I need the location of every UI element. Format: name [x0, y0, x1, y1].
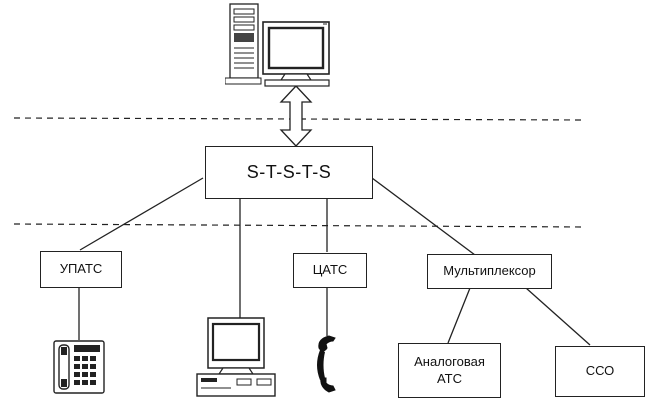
upats-node-label: УПАТС: [59, 261, 103, 277]
dashed-separator-top: [13, 117, 585, 121]
multiplexer-node-label: Мультиплексор: [443, 263, 536, 279]
link-switch-upats: [79, 177, 204, 251]
switch-node-box: S-T-S-T-S: [205, 146, 373, 199]
bidirectional-arrow-icon: [279, 85, 313, 147]
upats-node-box: УПАТС: [40, 251, 122, 288]
dashed-separator-bottom: [13, 223, 585, 228]
tsats-node-box: ЦАТС: [293, 253, 367, 288]
analog-ats-label-line2: АТС: [437, 370, 462, 386]
desk-telephone-icon: [53, 340, 105, 394]
link-multiplexer-sso: [525, 287, 591, 346]
telephone-handset-icon: [317, 335, 336, 393]
sso-node-box: ССО: [555, 346, 645, 397]
server-workstation-icon: [225, 3, 330, 87]
link-multiplexer-analog: [447, 287, 471, 344]
tsats-node-label: ЦАТС: [312, 262, 348, 278]
link-switch-multiplexer: [371, 177, 476, 256]
sso-node-label: ССО: [585, 363, 615, 379]
desktop-computer-icon: [196, 317, 276, 397]
multiplexer-node-box: Мультиплексор: [427, 254, 552, 289]
analog-ats-label-line1: Аналоговая: [414, 354, 485, 370]
switch-node-label: S-T-S-T-S: [246, 162, 332, 183]
analog-ats-node-box: Аналоговая АТС: [398, 343, 501, 398]
